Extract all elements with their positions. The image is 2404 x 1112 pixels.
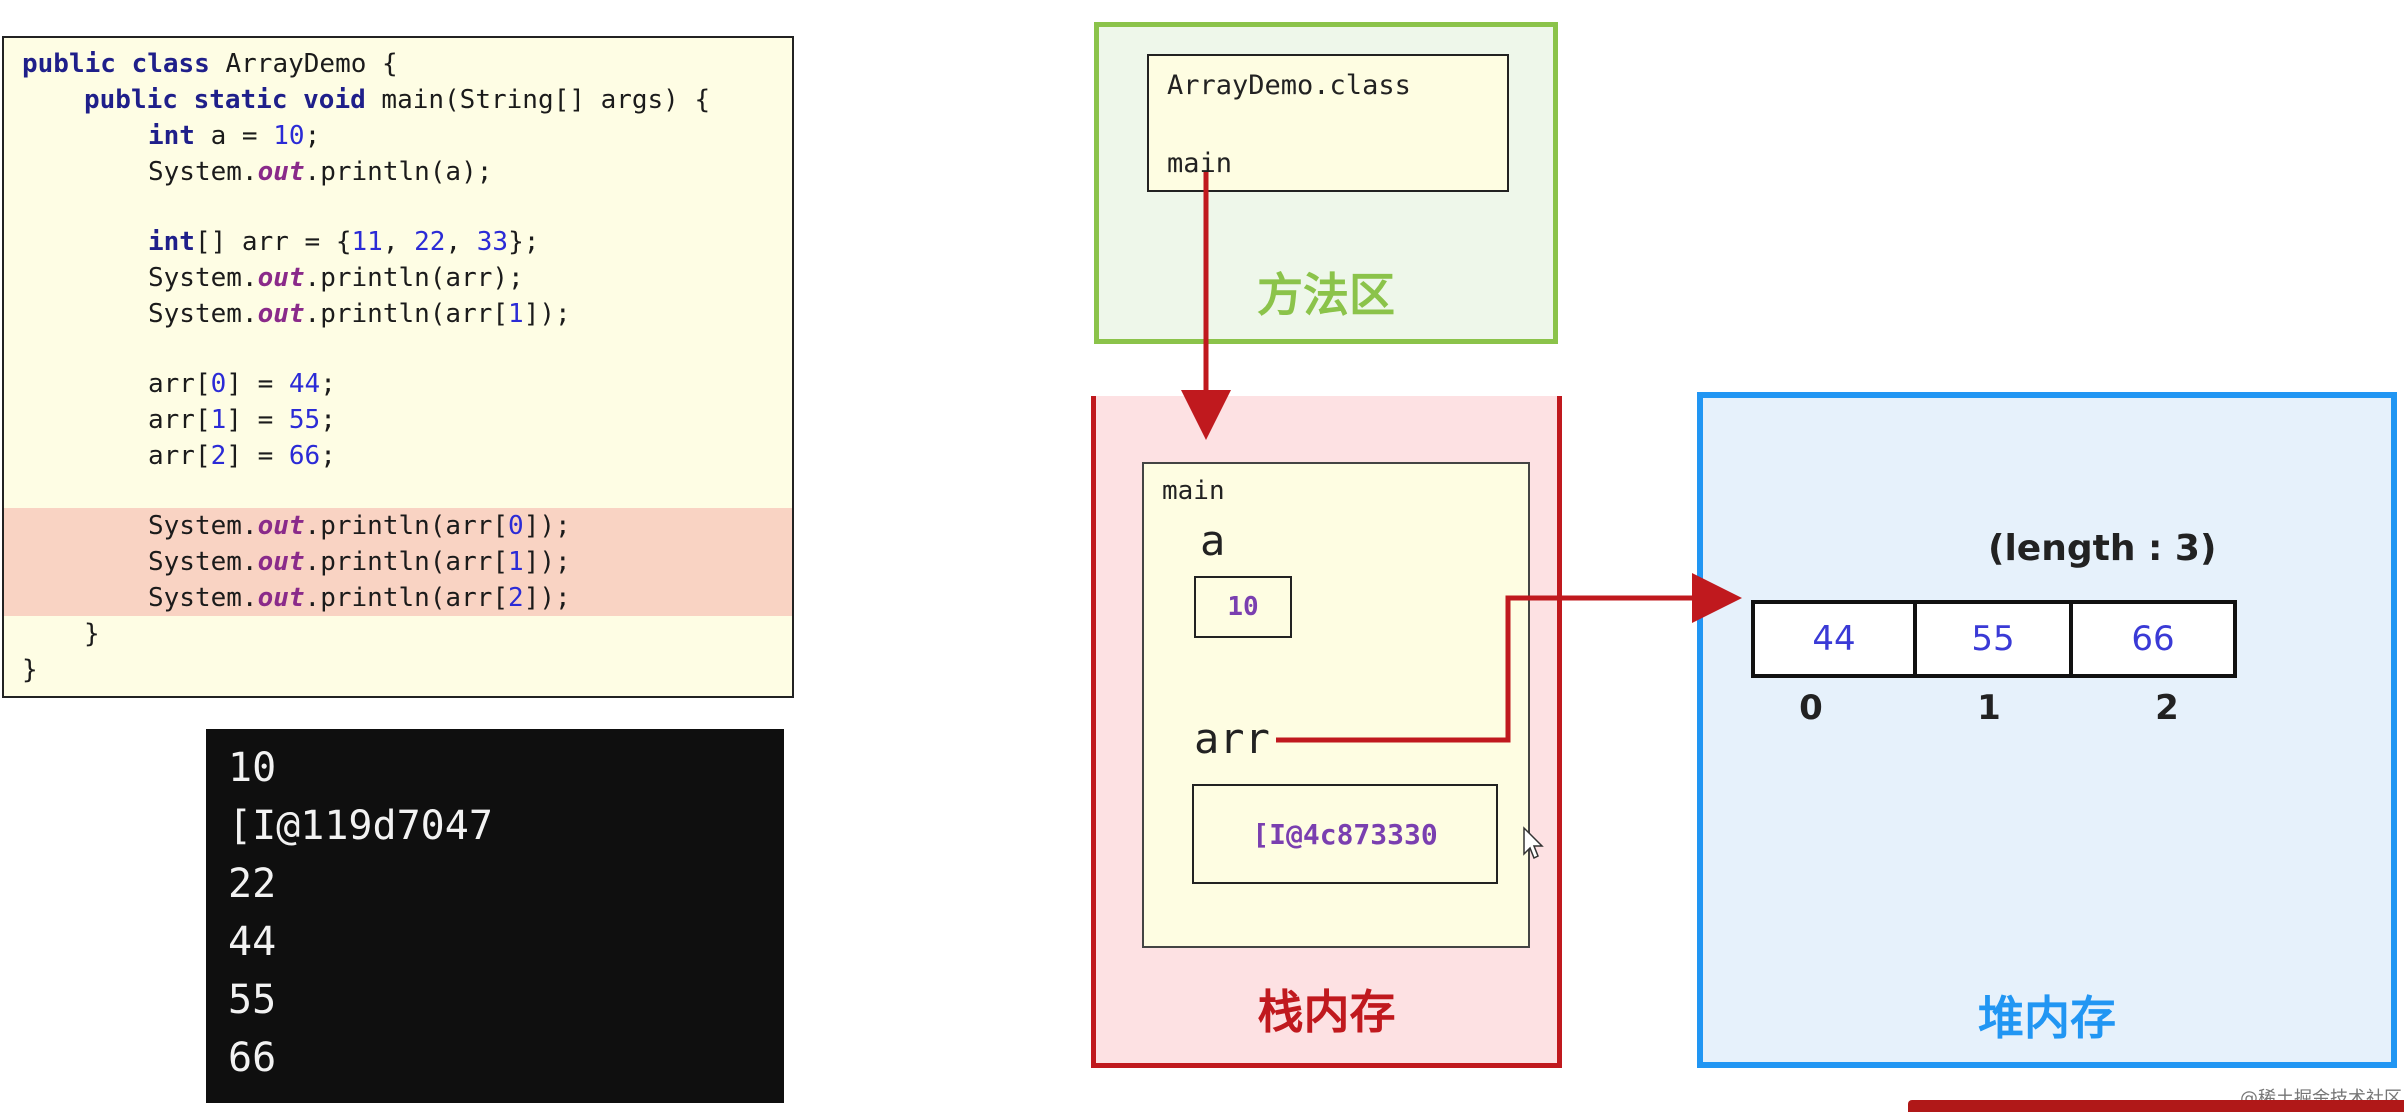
console-line: 66: [228, 1035, 277, 1081]
stack-memory-label: 栈内存: [1257, 985, 1396, 1039]
var-arr-value: [I@4c873330: [1192, 784, 1498, 884]
class-name: ArrayDemo.class: [1167, 70, 1411, 101]
code-line: int a = 10;: [148, 121, 321, 151]
code-line: }: [22, 655, 38, 685]
array-index: 2: [2155, 688, 2179, 728]
console-line: [I@119d7047: [228, 803, 493, 849]
var-a-label: a: [1200, 516, 1226, 565]
stack-memory: main a 10 arr [I@4c873330 栈内存: [1091, 396, 1562, 1068]
method-name: main: [1167, 148, 1233, 179]
array-cell: 44: [1751, 600, 1917, 678]
mouse-cursor-icon: [1523, 826, 1544, 860]
bottom-decoration: [1908, 1100, 2404, 1112]
code-line: int[] arr = {11, 22, 33};: [148, 227, 540, 257]
code-line: arr[0] = 44;: [148, 369, 336, 399]
console-line: 10: [228, 745, 277, 791]
code-panel: public class ArrayDemo { public static v…: [2, 36, 794, 698]
array-cell: 55: [1913, 600, 2073, 678]
code-line: System.out.println(arr[1]);: [148, 547, 571, 577]
code-line: public class ArrayDemo {: [22, 49, 398, 79]
console-line: 22: [228, 861, 277, 907]
code-line: arr[1] = 55;: [148, 405, 336, 435]
code-line: }: [84, 619, 100, 649]
class-box: ArrayDemo.class main: [1147, 54, 1509, 192]
code-line: System.out.println(a);: [148, 157, 493, 187]
var-a-value: 10: [1194, 576, 1292, 638]
main-stack-frame: main a 10 arr [I@4c873330: [1142, 462, 1530, 948]
code-highlight: [4, 508, 792, 616]
code-line: System.out.println(arr[0]);: [148, 511, 571, 541]
code-line: public static void main(String[] args) {: [84, 85, 711, 115]
console-line: 55: [228, 977, 277, 1023]
heap-memory: (length : 3) 44 55 66 0 1 2 堆内存: [1697, 392, 2397, 1068]
array-index: 0: [1799, 688, 1823, 728]
code-line: arr[2] = 66;: [148, 441, 336, 471]
array-cell: 66: [2069, 600, 2237, 678]
array-index: 1: [1977, 688, 2001, 728]
heap-memory-label: 堆内存: [1978, 991, 2116, 1045]
code-line: System.out.println(arr);: [148, 263, 524, 293]
method-area-label: 方法区: [1257, 268, 1395, 322]
code-line: System.out.println(arr[1]);: [148, 299, 571, 329]
method-area: ArrayDemo.class main 方法区: [1094, 22, 1558, 344]
console-line: 44: [228, 919, 277, 965]
frame-name: main: [1162, 476, 1225, 506]
var-arr-label: arr: [1194, 714, 1270, 763]
array-length-label: (length : 3): [1988, 528, 2217, 569]
console-output: 10 [I@119d7047 22 44 55 66: [206, 729, 784, 1103]
code-line: System.out.println(arr[2]);: [148, 583, 571, 613]
